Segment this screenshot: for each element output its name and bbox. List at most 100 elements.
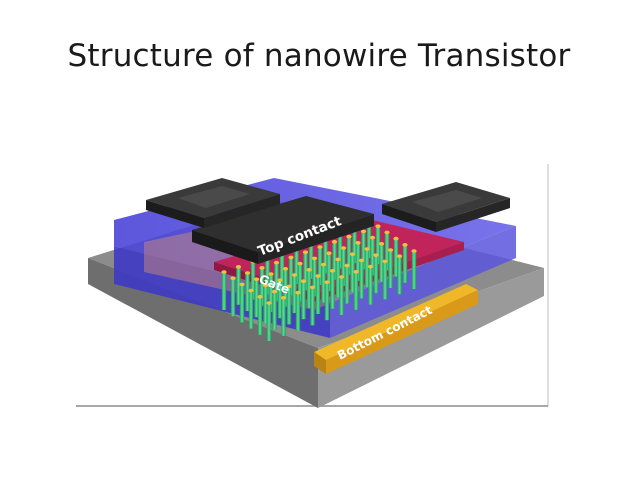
nanowire xyxy=(272,291,277,330)
nanowire-tip xyxy=(382,259,388,264)
nanowire-tip xyxy=(402,243,408,247)
nanowire xyxy=(266,303,272,341)
nanowire xyxy=(373,255,379,294)
slide-title: Structure of nanowire Transistor xyxy=(67,38,571,74)
nanowire xyxy=(286,286,292,325)
nanowire xyxy=(355,242,361,281)
nanowire xyxy=(411,251,417,289)
nanowire xyxy=(382,261,388,300)
nanowire xyxy=(301,281,306,320)
nanowire xyxy=(366,220,372,258)
nanowire xyxy=(230,278,236,317)
nanowire xyxy=(263,285,268,324)
nanowire-tip xyxy=(300,279,307,283)
nanowire-tip xyxy=(373,253,379,257)
nanowire xyxy=(236,266,241,305)
nanowire xyxy=(250,261,256,300)
nanowire xyxy=(310,287,315,326)
nanowire-tip xyxy=(239,282,245,287)
nanowire-tip xyxy=(411,249,417,253)
nanowire-tip xyxy=(266,301,272,305)
nanowire-tip xyxy=(387,248,394,252)
nanowire xyxy=(248,290,254,329)
nanowire-tip xyxy=(393,236,399,241)
nanowire-tip xyxy=(326,251,332,255)
nanowire xyxy=(346,236,352,275)
nanowire-tip xyxy=(253,277,260,281)
nanowire-tip xyxy=(335,257,341,262)
nanowire-tip xyxy=(320,262,327,267)
nanowire xyxy=(393,238,399,277)
nanowire-tip xyxy=(358,258,365,263)
nanowire-tip xyxy=(355,241,361,245)
nanowire xyxy=(268,274,274,312)
top-contact xyxy=(192,196,374,264)
nanowire-tip xyxy=(244,271,251,275)
nanowire xyxy=(368,266,373,305)
nanowire xyxy=(306,269,312,308)
nanowire-tip xyxy=(248,288,254,293)
nanowire xyxy=(312,258,317,297)
nanowire-tip xyxy=(282,267,289,271)
nanowire xyxy=(337,230,343,269)
nanowire xyxy=(277,280,283,319)
nanowire-tip xyxy=(257,295,263,299)
nanowire-tip xyxy=(306,268,312,272)
nanowire-tip xyxy=(338,275,345,279)
nanowire-tip xyxy=(331,240,338,244)
nanowire xyxy=(292,275,297,313)
nanowire xyxy=(303,252,308,291)
nanowire-tip xyxy=(268,272,274,276)
nanowire xyxy=(221,272,227,310)
nanowire xyxy=(257,296,263,335)
nanowire-tip xyxy=(221,270,227,274)
nanowire xyxy=(245,273,250,311)
nanowire xyxy=(317,247,323,285)
nanowire xyxy=(359,260,364,299)
nanowire xyxy=(375,226,381,265)
nanowire-tip xyxy=(324,280,330,284)
nanowire xyxy=(254,279,259,318)
nanowire-tip xyxy=(235,265,242,269)
right-probe-pad xyxy=(382,182,510,232)
nanowire-tip xyxy=(344,263,350,268)
nanowire xyxy=(321,264,326,303)
nanowire-tip xyxy=(273,260,280,265)
nanowire xyxy=(330,270,335,309)
nanowire xyxy=(350,254,355,293)
nanowire xyxy=(364,249,370,287)
nanowire-tip xyxy=(311,256,318,261)
nanowire xyxy=(332,241,337,280)
nanowire-tip xyxy=(369,235,376,240)
nanowire-tip xyxy=(349,252,356,256)
nanowire-tip xyxy=(302,250,309,254)
nanowire-tip xyxy=(315,274,321,278)
nanowire xyxy=(352,225,357,264)
nanowire xyxy=(379,243,384,282)
nanowire-tip xyxy=(329,269,336,273)
nanowire xyxy=(344,265,350,304)
nanowire-tip xyxy=(317,245,323,249)
nanowire xyxy=(279,251,285,290)
nanowire xyxy=(274,262,279,301)
nanowire-tip xyxy=(280,296,287,300)
nanowire xyxy=(283,268,288,307)
nanowire-tip xyxy=(230,276,236,280)
nanowire-tip xyxy=(346,234,352,239)
bottom-contact xyxy=(314,284,478,374)
nanowire-tip xyxy=(286,284,292,289)
nanowire-tip xyxy=(367,264,374,269)
nanowire-tip xyxy=(384,230,390,235)
nanowire-tip xyxy=(360,229,367,234)
nanowire xyxy=(335,259,341,298)
nanowire-tip xyxy=(295,290,301,295)
nanowire xyxy=(339,277,344,315)
nanowire xyxy=(239,284,245,323)
nanowire xyxy=(326,253,332,292)
nanowire-tip xyxy=(291,273,298,277)
nanowire-tip xyxy=(378,242,385,246)
nanowire-tip xyxy=(288,255,294,260)
nanowire-tip xyxy=(297,261,303,266)
nanowire xyxy=(295,292,301,331)
nanowire xyxy=(297,263,303,302)
